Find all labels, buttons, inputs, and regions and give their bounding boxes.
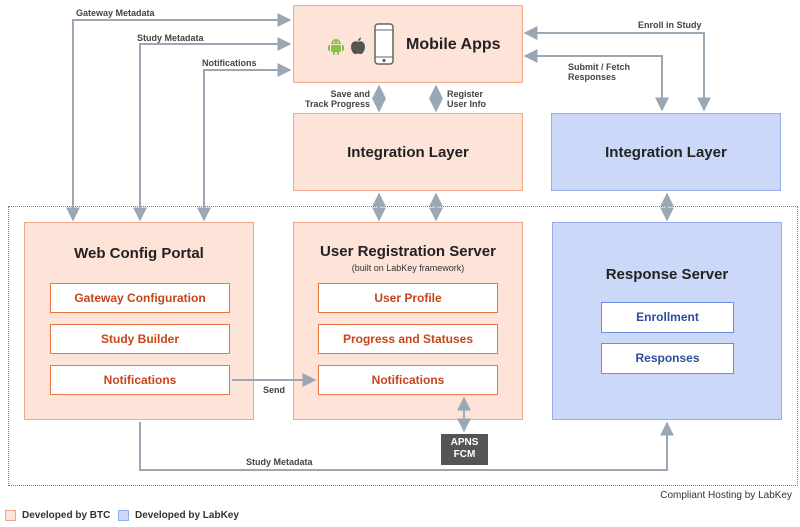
register-label: Register User Info	[447, 89, 486, 109]
save-track-line2: Track Progress	[304, 99, 370, 109]
fcm-label: FCM	[453, 449, 476, 460]
web-config-portal-title: Web Config Portal	[74, 245, 204, 262]
submit-fetch-label: Submit / Fetch Responses	[568, 62, 630, 82]
register-line2: User Info	[447, 99, 487, 109]
enroll-arrow	[523, 26, 711, 112]
legend-swatch-btc	[5, 510, 16, 521]
apple-icon	[351, 37, 365, 55]
notifications-arrow	[197, 63, 292, 222]
gateway-configuration-item: Gateway Configuration	[50, 283, 230, 313]
save-track-line1: Save and	[330, 89, 370, 99]
study-builder-item: Study Builder	[50, 324, 230, 354]
mobile-apps-title: Mobile Apps	[406, 36, 501, 53]
apns-fcm-box: APNS FCM	[441, 434, 488, 465]
integration-layer-btc: Integration Layer	[293, 113, 523, 191]
gateway-metadata-arrow	[66, 13, 292, 222]
enrollment-item: Enrollment	[601, 302, 734, 333]
user-registration-server-title: User Registration Server	[320, 243, 496, 260]
submit-fetch-arrow	[523, 49, 669, 112]
compliant-hosting-region	[8, 206, 798, 486]
response-server-title: Response Server	[605, 266, 729, 283]
integration-layer-labkey: Integration Layer	[551, 113, 781, 191]
send-label: Send	[263, 385, 286, 395]
gateway-metadata-label: Gateway Metadata	[76, 8, 155, 18]
study-metadata-arrow	[133, 37, 292, 222]
progress-statuses-item: Progress and Statuses	[318, 324, 498, 354]
phone-icon	[374, 23, 394, 65]
urs-notifications-item: Notifications	[318, 365, 498, 395]
register-line1: Register	[447, 89, 484, 99]
mobile-apps-box: Mobile Apps	[293, 5, 523, 83]
compliant-hosting-label: Compliant Hosting by LabKey	[660, 490, 792, 501]
user-registration-server-subtitle: (built on LabKey framework)	[351, 263, 465, 273]
apns-label: APNS	[450, 437, 479, 448]
legend-label-btc: Developed by BTC	[22, 510, 111, 521]
submit-fetch-line2: Responses	[568, 72, 617, 82]
user-profile-item: User Profile	[318, 283, 498, 313]
android-icon	[328, 39, 344, 55]
legend-swatch-labkey	[118, 510, 129, 521]
integration-layer-labkey-title: Integration Layer	[605, 144, 727, 161]
web-notifications-item: Notifications	[50, 365, 230, 395]
enroll-in-study-label: Enroll in Study	[638, 20, 702, 30]
study-metadata-bottom-label: Study Metadata	[246, 457, 313, 467]
save-track-label: Save and Track Progress	[300, 89, 370, 109]
study-metadata-label: Study Metadata	[137, 33, 204, 43]
submit-fetch-line1: Submit / Fetch	[568, 62, 631, 72]
legend-label-labkey: Developed by LabKey	[135, 510, 239, 521]
notifications-label: Notifications	[202, 58, 257, 68]
study-metadata-bottom-arrow	[139, 421, 674, 471]
integration-layer-btc-title: Integration Layer	[347, 144, 469, 161]
responses-item: Responses	[601, 343, 734, 374]
